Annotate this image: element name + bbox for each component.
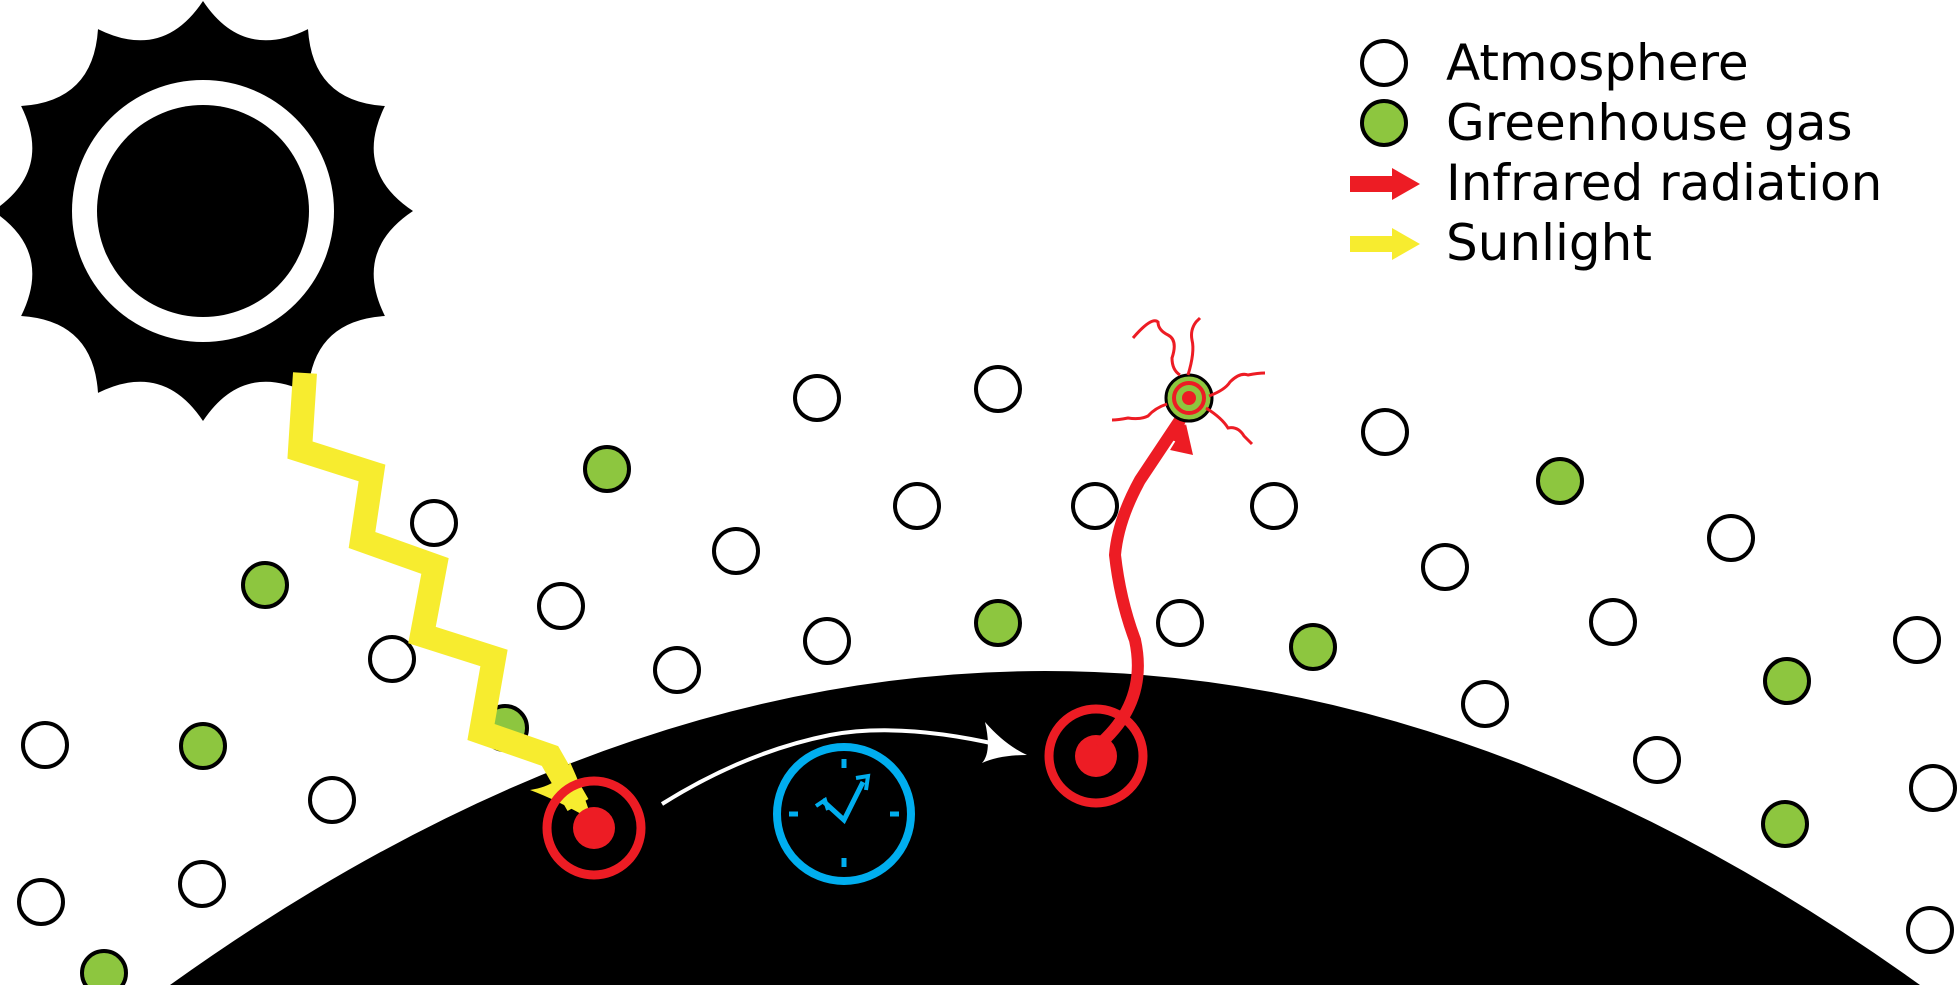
atmosphere-molecule-icon [1589, 598, 1637, 646]
legend-item-infrared: Infrared radiation [1350, 154, 1882, 212]
greenhouse-molecule-icon [1289, 623, 1337, 671]
atmosphere-molecule-icon [1461, 680, 1509, 728]
greenhouse-molecule-icon [974, 599, 1022, 647]
atmosphere-molecule-icon [537, 582, 585, 630]
atmosphere-molecule-icon [308, 776, 356, 824]
greenhouse-molecule-icon [1536, 457, 1584, 505]
atmosphere-molecule-icon [1421, 543, 1469, 591]
greenhouse-molecule-icon [1763, 657, 1811, 705]
sun-icon [0, 1, 413, 421]
legend-item-atmosphere: Atmosphere [1360, 34, 1749, 92]
clock-icon [773, 743, 915, 885]
atmosphere-molecule-icon [974, 365, 1022, 413]
earth-surface [170, 671, 1920, 985]
legend-label-atmosphere: Atmosphere [1446, 34, 1749, 92]
legend-item-sunlight: Sunlight [1350, 214, 1652, 272]
yellow-arrow-icon [1350, 228, 1420, 260]
time-arrow [660, 722, 1027, 806]
atmosphere-molecule-icon [793, 374, 841, 422]
greenhouse-molecule-icon [80, 949, 128, 985]
atmosphere-molecule-icon [1633, 736, 1681, 784]
atmosphere-molecules [17, 365, 1957, 985]
atmosphere-molecule-icon [368, 635, 416, 683]
infrared-arrow [1096, 414, 1193, 748]
greenhouse-molecule-icon [241, 561, 289, 609]
atmosphere-molecule-icon [653, 646, 701, 694]
legend: Atmosphere Greenhouse gas Infrared radia… [1350, 34, 1882, 272]
atmosphere-molecule-icon [1707, 514, 1755, 562]
legend-item-greenhouse: Greenhouse gas [1360, 94, 1853, 152]
atmosphere-molecule-icon [178, 860, 226, 908]
atmosphere-molecule-icon [1361, 408, 1409, 456]
atmosphere-molecule-icon [1071, 482, 1119, 530]
atmosphere-molecule-icon [712, 527, 760, 575]
greenhouse-molecule-icon [583, 445, 631, 493]
atmosphere-molecule-icon [1909, 764, 1957, 812]
atmosphere-molecule-icon [1893, 616, 1941, 664]
excited-greenhouse-molecule [1111, 316, 1266, 446]
greenhouse-molecule-icon [179, 722, 227, 770]
legend-label-infrared: Infrared radiation [1446, 154, 1882, 212]
atmosphere-molecule-icon [1250, 482, 1298, 530]
legend-label-sunlight: Sunlight [1446, 214, 1652, 272]
greenhouse-molecule-icon [1360, 99, 1408, 147]
atmosphere-molecule-icon [1156, 599, 1204, 647]
atmosphere-molecule-icon [803, 617, 851, 665]
greenhouse-molecule-icon [1761, 800, 1809, 848]
atmosphere-molecule-icon [1360, 39, 1408, 87]
red-arrow-icon [1350, 168, 1420, 200]
atmosphere-molecule-icon [410, 499, 458, 547]
atmosphere-molecule-icon [893, 482, 941, 530]
atmosphere-molecule-icon [21, 721, 69, 769]
atmosphere-molecule-icon [1906, 906, 1954, 954]
surface-molecule-absorbing [542, 776, 646, 880]
legend-label-greenhouse: Greenhouse gas [1446, 94, 1853, 152]
atmosphere-molecule-icon [17, 878, 65, 926]
